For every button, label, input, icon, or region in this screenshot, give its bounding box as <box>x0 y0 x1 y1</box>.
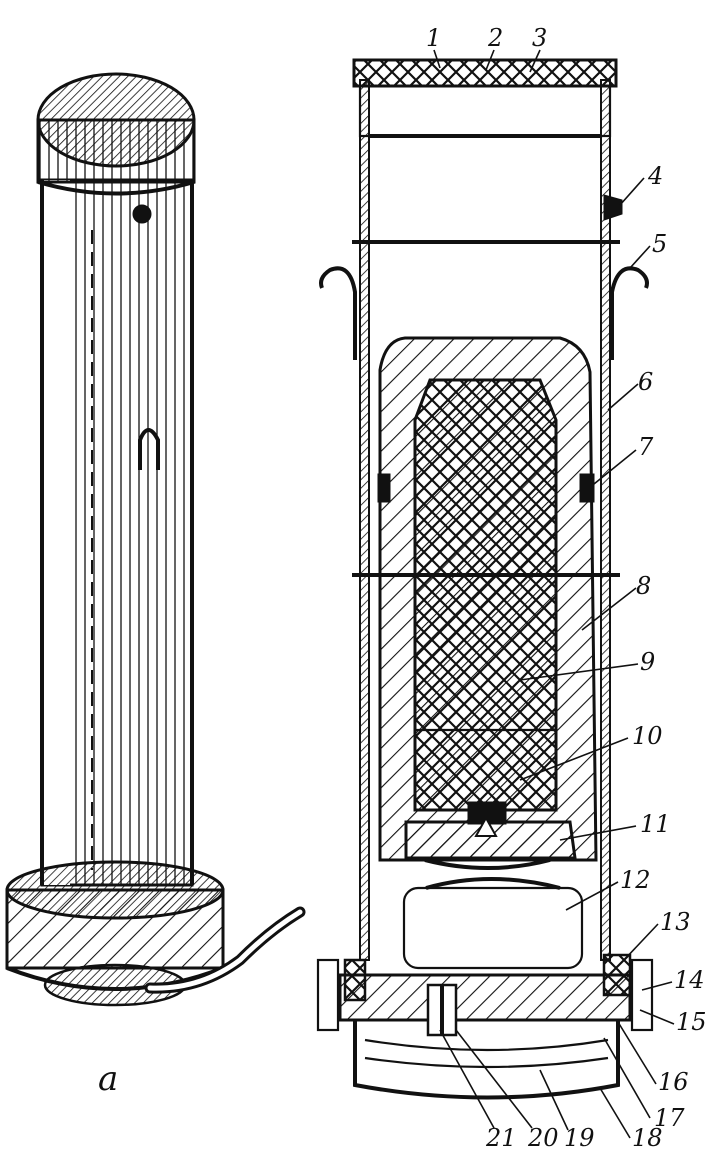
external-view: a <box>5 72 306 1099</box>
leader-lines <box>433 49 675 1139</box>
tube-wall-left <box>359 79 370 961</box>
handle-left <box>319 266 357 360</box>
bolt-left <box>316 958 340 1032</box>
label-6: 6 <box>638 368 653 396</box>
chamber-12 <box>402 886 584 970</box>
spacer-7-left <box>377 473 391 503</box>
label-14: 14 <box>674 966 705 994</box>
label-12: 12 <box>620 866 651 894</box>
base-flange <box>5 888 225 970</box>
spacer-7-right <box>579 473 595 503</box>
label-15: 15 <box>676 1008 707 1036</box>
label-4: 4 <box>647 162 663 190</box>
label-7: 7 <box>638 433 654 461</box>
plate-11 <box>404 820 577 860</box>
label-16: 16 <box>658 1068 689 1096</box>
label-9: 9 <box>640 648 655 676</box>
caption-a: a <box>98 1059 118 1099</box>
label-8: 8 <box>636 572 651 600</box>
label-2: 2 <box>487 24 503 52</box>
label-11: 11 <box>640 810 671 838</box>
section-view: 1 2 3 4 5 6 7 8 9 10 11 12 13 14 15 16 1… <box>316 24 707 1151</box>
label-21: 21 <box>485 1124 517 1151</box>
valve-knob <box>132 204 152 224</box>
core-9 <box>413 378 558 812</box>
label-1: 1 <box>426 24 441 52</box>
bolt-right <box>630 958 654 1032</box>
top-cap <box>352 58 618 88</box>
label-5: 5 <box>652 230 667 258</box>
label-17: 17 <box>654 1104 685 1132</box>
handle-right <box>610 266 649 360</box>
label-18: 18 <box>632 1124 663 1151</box>
label-10: 10 <box>632 722 663 750</box>
label-3: 3 <box>532 24 547 52</box>
label-19: 19 <box>564 1124 595 1151</box>
label-20: 20 <box>527 1124 559 1151</box>
pin-4 <box>603 194 623 221</box>
base-plate <box>338 973 632 1022</box>
bottom-cover-18 <box>353 1020 620 1100</box>
side-handle <box>138 428 160 470</box>
cap-rim <box>36 118 196 184</box>
label-13: 13 <box>660 908 691 936</box>
